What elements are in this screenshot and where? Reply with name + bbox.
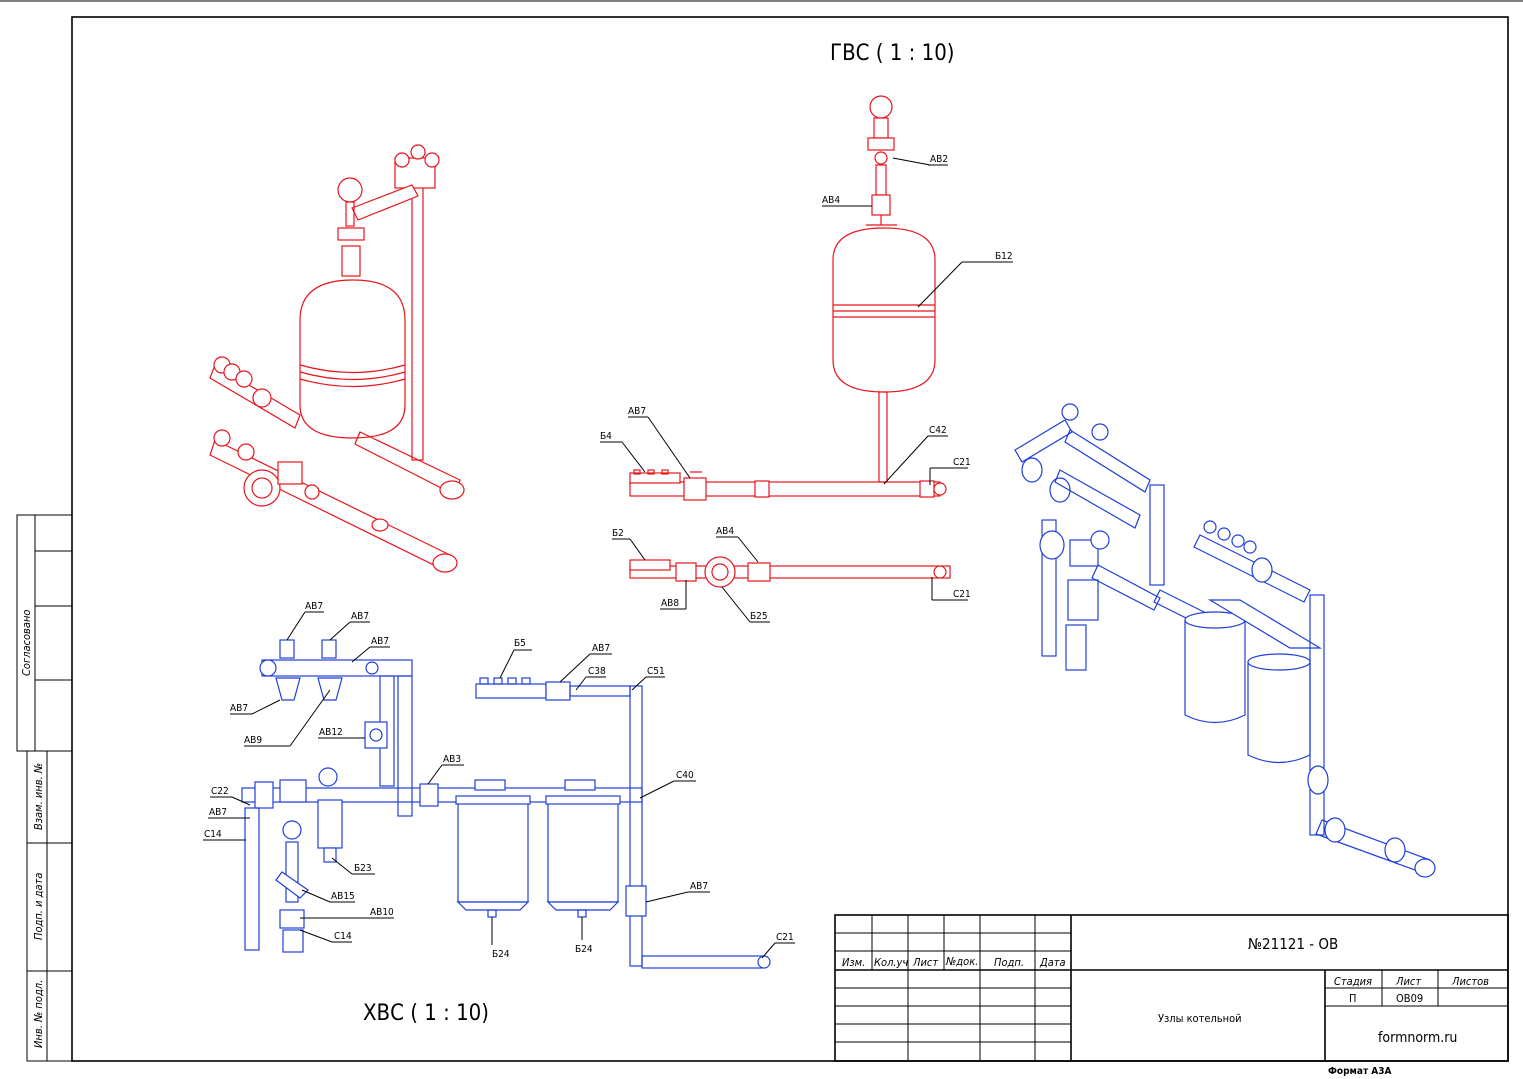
col-podp: Подп. [994,956,1024,969]
label-ab7-a: АВ7 [305,601,323,612]
sheet-value: ОВ09 [1396,992,1423,1005]
hvs-callouts: АВ7 АВ7 АВ7 АВ7 АВ9 АВ12 АВ3 С22 АВ7 С14… [203,601,795,960]
label-c21-b: С21 [953,589,971,600]
title-block: Изм. Кол.уч Лист №док. Подп. Дата №21121… [834,914,1509,1077]
label-ab7-d: АВ7 [230,703,248,714]
sheets-header: Листов [1451,975,1489,988]
gvs-callouts: АВ2 АВ4 Б12 АВ7 Б4 С42 С21 Б2 АВ4 АВ8 Б2… [600,154,1013,623]
stage-value: П [1349,992,1356,1005]
stamp-agreed: Согласовано [20,610,33,676]
org-name: formnorm.ru [1378,1030,1457,1046]
col-data: Дата [1039,956,1066,969]
label-c14-b: С14 [334,931,352,942]
label-ab12: АВ12 [319,727,343,738]
label-b2: Б2 [612,528,624,539]
label-b23: Б23 [354,863,372,874]
label-ab2: АВ2 [930,154,948,165]
label-c21-hvs: С21 [776,932,794,943]
label-ab4-b: АВ4 [716,526,734,537]
drawing-frame [71,16,1509,1062]
label-c51: С51 [647,666,665,677]
label-c14-a: С14 [204,829,222,840]
label-c21-a: С21 [953,457,971,468]
stamp-inv-replace: Взам. инв. № [32,763,45,830]
expansion-tank [832,227,936,393]
title-hvs: ХВС ( 1 : 10) [363,1001,489,1026]
label-ab7-c: АВ7 [371,636,389,647]
drawing-name: Узлы котельной [1158,1012,1242,1025]
label-c42: С42 [929,425,947,436]
label-ab7-gvs: АВ7 [628,406,646,417]
label-ab3: АВ3 [443,754,461,765]
col-izm: Изм. [842,956,865,969]
sheet-header: Лист [1395,975,1421,988]
label-b5: Б5 [514,638,526,649]
stage-header: Стадия [1334,975,1372,988]
label-ab9: АВ9 [244,735,262,746]
gvs-isometric-view [209,144,465,573]
hvs-ortho-view [241,639,771,969]
label-c38: С38 [588,666,606,677]
label-ab7-g: АВ7 [690,881,708,892]
label-ab4-top: АВ4 [822,195,840,206]
label-c22: С22 [211,786,229,797]
hvs-isometric-view [1014,403,1436,878]
label-ab8: АВ8 [661,598,679,609]
title-gvs: ГВС ( 1 : 10) [830,41,955,66]
sheet-format: Формат А3А [1328,1066,1392,1077]
label-b25: Б25 [750,611,768,622]
doc-number: №21121 - ОВ [1248,935,1338,953]
label-ab7-f: АВ7 [592,643,610,654]
stamp-sign-date: Подп. и дата [32,873,45,940]
label-b12: Б12 [995,251,1013,262]
label-ab7-e: АВ7 [209,807,227,818]
stamp-inv-orig: Инв. № подл. [32,980,45,1048]
side-stamp: Согласовано Взам. инв. № Подп. и дата Ин… [16,514,73,1062]
col-kol: Кол.уч [874,956,908,969]
label-b24-b: Б24 [575,944,593,955]
gvs-ortho-view [629,95,951,588]
col-list: Лист [912,956,938,969]
label-c40: С40 [676,770,694,781]
label-ab7-b: АВ7 [351,611,369,622]
label-ab15: АВ15 [331,891,355,902]
label-b24-a: Б24 [492,949,510,960]
label-b4: Б4 [600,431,612,442]
label-ab10: АВ10 [370,907,394,918]
col-ndok: №док. [945,955,978,968]
